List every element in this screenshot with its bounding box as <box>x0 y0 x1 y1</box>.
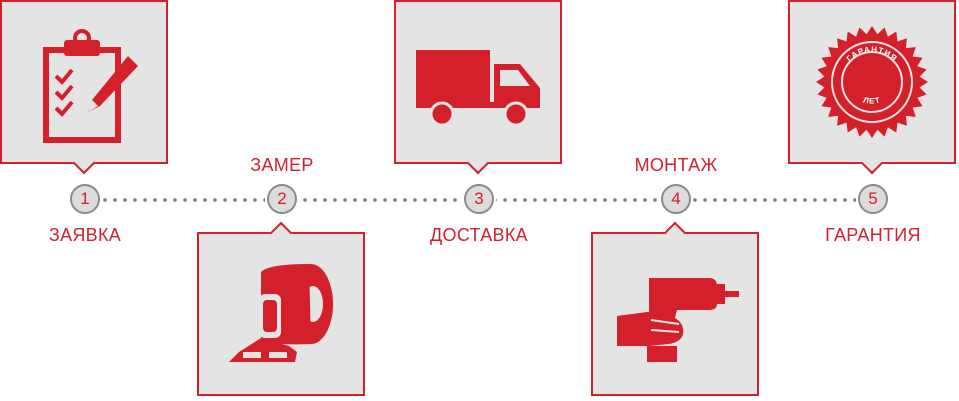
clipboard-checklist-icon <box>43 29 138 143</box>
drill-in-hand-icon <box>617 278 739 362</box>
warranty-seal-icon: ГАРАНТИЯ ЛЕТ <box>816 26 928 138</box>
step-4-card <box>591 221 759 396</box>
step-4-number: 4 <box>661 184 691 214</box>
step-2-number: 2 <box>267 184 297 214</box>
step-2-label: ЗАМЕР <box>250 155 314 175</box>
tape-measure-icon <box>229 264 333 362</box>
step-5-card: ГАРАНТИЯ ЛЕТ <box>788 0 956 175</box>
seal-bottom-text: ЛЕТ <box>862 95 880 105</box>
step-5-label: ГАРАНТИЯ <box>825 225 921 245</box>
step-2-card <box>197 221 365 396</box>
step-1-label: ЗАЯВКА <box>48 225 122 245</box>
step-3-label: ДОСТАВКА <box>430 225 528 245</box>
step-1-number: 1 <box>70 184 100 214</box>
step-1-card <box>0 0 168 175</box>
step-3-card <box>394 0 562 175</box>
step-4-label: МОНТАЖ <box>634 155 718 175</box>
delivery-truck-icon <box>416 50 540 127</box>
step-5-number: 5 <box>858 184 888 214</box>
svg-text:ЛЕТ: ЛЕТ <box>862 95 881 105</box>
step-3-number: 3 <box>464 184 494 214</box>
